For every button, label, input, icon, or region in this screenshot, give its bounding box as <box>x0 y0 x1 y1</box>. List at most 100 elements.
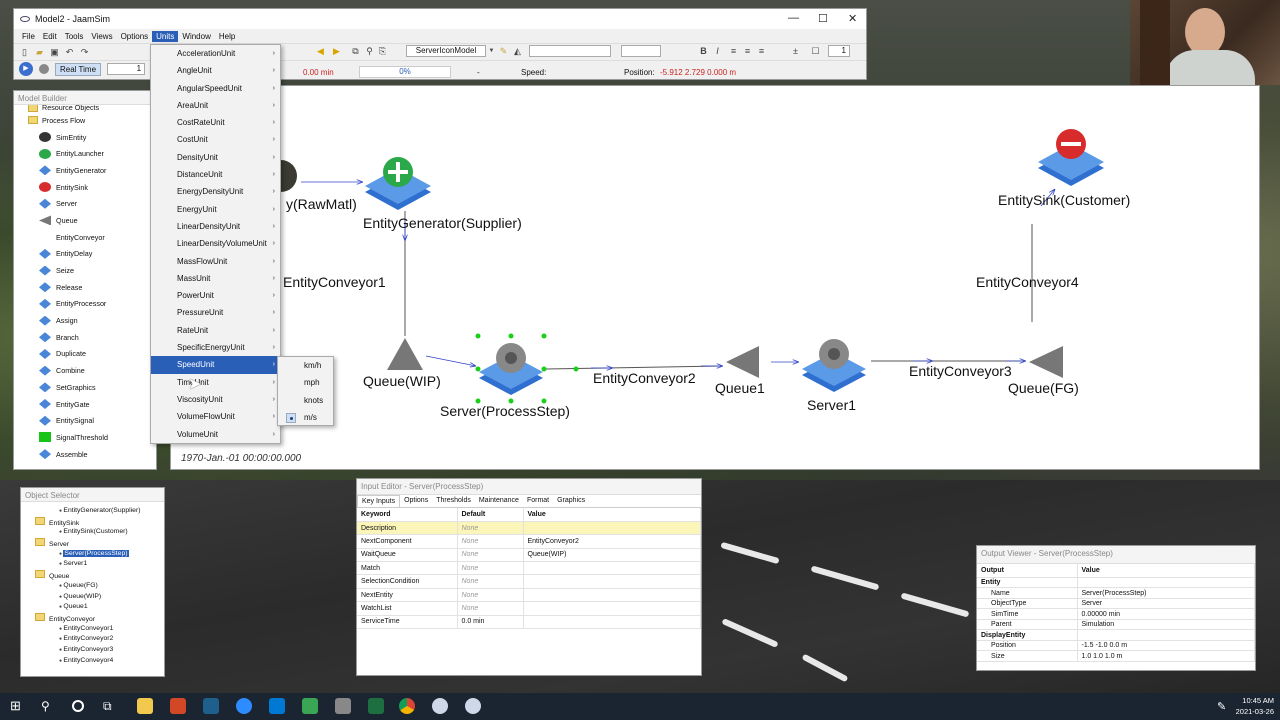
units-menu-item-massflowunit[interactable]: MassFlowUnit› <box>151 253 280 270</box>
speed-unit-option-mph[interactable]: mph <box>278 374 333 391</box>
menu-units[interactable]: Units <box>152 30 179 42</box>
queue-fg-node[interactable] <box>1029 346 1063 378</box>
model-builder-item-combine[interactable]: Combine <box>14 362 156 379</box>
search-icon[interactable]: ⚲ <box>41 699 50 713</box>
save-icon[interactable]: ▣ <box>50 46 59 57</box>
value-cell[interactable]: Queue(WIP) <box>523 548 701 563</box>
tab-maintenance[interactable]: Maintenance <box>478 497 519 504</box>
jaamsim-taskbar-icon-2[interactable] <box>465 698 481 714</box>
real-time-button[interactable]: Real Time <box>55 62 102 76</box>
stop-icon[interactable] <box>39 64 49 74</box>
units-menu-item-powerunit[interactable]: PowerUnit› <box>151 287 280 304</box>
units-menu-item-volumeunit[interactable]: VolumeUnit› <box>151 426 280 443</box>
menu-options[interactable]: Options <box>120 31 149 41</box>
units-menu-item-pressureunit[interactable]: PressureUnit› <box>151 304 280 321</box>
menu-window[interactable]: Window <box>182 31 211 41</box>
object-selector-item[interactable]: ● EntityConveyor1 <box>21 624 164 635</box>
pencil-icon[interactable]: ✎ <box>499 46 508 56</box>
units-menu-item-rateunit[interactable]: RateUnit› <box>151 322 280 339</box>
italic-icon[interactable]: I <box>716 46 719 56</box>
bold-icon[interactable]: B <box>700 46 707 56</box>
units-menu-item-energydensityunit[interactable]: EnergyDensityUnit› <box>151 183 280 200</box>
search-icon[interactable]: ⚲ <box>366 46 373 56</box>
object-selector-item[interactable]: ● Queue(WIP) <box>21 592 164 603</box>
menu-edit[interactable]: Edit <box>42 31 57 41</box>
play-icon[interactable]: ▶ <box>19 62 33 76</box>
powerpoint-icon[interactable] <box>170 698 186 714</box>
excel-icon[interactable] <box>368 698 384 714</box>
close-button[interactable]: ✕ <box>848 13 858 25</box>
model-builder-item-setgraphics[interactable]: SetGraphics <box>14 379 156 396</box>
model-builder-item-assign[interactable]: Assign <box>14 312 156 329</box>
object-selector-item[interactable]: ● EntityGenerator(Supplier) <box>21 506 164 517</box>
model-builder-item-entitygenerator[interactable]: EntityGenerator <box>14 162 156 179</box>
align-left-icon[interactable]: ≡ <box>730 46 737 56</box>
units-menu-item-viscosityunit[interactable]: ViscosityUnit› <box>151 391 280 408</box>
object-selector-item[interactable]: Server <box>21 538 164 549</box>
model-builder-item-duplicate[interactable]: Duplicate <box>14 346 156 363</box>
units-menu-item-areaunit[interactable]: AreaUnit› <box>151 97 280 114</box>
object-selector-item[interactable]: EntityConveyor <box>21 612 164 624</box>
speed-unit-option-m-s[interactable]: m/s <box>278 409 333 426</box>
game-controller-icon[interactable] <box>335 698 351 714</box>
app-icon[interactable] <box>203 698 219 714</box>
units-menu-item-costunit[interactable]: CostUnit› <box>151 131 280 148</box>
units-menu-item-lineardensityvolumeunit[interactable]: LinearDensityVolumeUnit› <box>151 235 280 252</box>
redo-icon[interactable]: ↷ <box>80 46 89 57</box>
units-menu-item-energyunit[interactable]: EnergyUnit› <box>151 201 280 218</box>
object-selector-item[interactable]: ● EntitySink(Customer) <box>21 527 164 538</box>
model-builder-item-simentity[interactable]: SimEntity <box>14 129 156 146</box>
units-menu-item-accelerationunit[interactable]: AccelerationUnit› <box>151 45 280 62</box>
model-builder-item-seize[interactable]: Seize <box>14 262 156 279</box>
units-menu-item-specificenergyunit[interactable]: SpecificEnergyUnit› <box>151 339 280 356</box>
units-menu-item-costrateunit[interactable]: CostRateUnit› <box>151 114 280 131</box>
undo-icon[interactable]: ↶ <box>65 46 74 57</box>
object-selector-item[interactable]: ● Queue(FG) <box>21 581 164 592</box>
tab-format[interactable]: Format <box>526 497 550 504</box>
model-builder-item-process-flow[interactable]: Process Flow <box>14 112 156 129</box>
chart-app-icon[interactable] <box>302 698 318 714</box>
selection-handles[interactable] <box>475 333 579 404</box>
tab-graphics[interactable]: Graphics <box>557 497 586 504</box>
pen-icon[interactable]: ✎ <box>1217 701 1227 713</box>
menu-file[interactable]: File <box>22 31 35 41</box>
chrome-icon[interactable] <box>399 698 415 714</box>
view-canvas[interactable]: y(RawMatl) EntityGenerator(Supplier) Ent… <box>170 85 1260 470</box>
align-center-icon[interactable]: ≡ <box>744 46 751 56</box>
units-menu-item-angularspeedunit[interactable]: AngularSpeedUnit› <box>151 80 280 97</box>
object-selector-item[interactable]: ● EntityConveyor4 <box>21 656 164 667</box>
object-selector-item[interactable]: ● Server1 <box>21 559 164 570</box>
units-menu-item-volumeflowunit[interactable]: VolumeFlowUnit› <box>151 408 280 425</box>
tab-key-inputs[interactable]: Key Inputs <box>357 495 401 507</box>
fill-icon[interactable]: ◭ <box>514 46 521 56</box>
windows-start-icon[interactable]: ⊞ <box>10 698 21 713</box>
arrow-right-icon[interactable]: ▶ <box>333 46 340 56</box>
mail-icon[interactable] <box>269 698 285 714</box>
object-selector-item[interactable]: ● EntityConveyor3 <box>21 645 164 656</box>
value-cell[interactable] <box>523 588 701 603</box>
model-builder-item-entityconveyor[interactable]: EntityConveyor <box>14 229 156 246</box>
object-selector-item[interactable]: ● Queue1 <box>21 602 164 613</box>
font-select[interactable] <box>529 45 611 57</box>
units-menu-item-angleunit[interactable]: AngleUnit› <box>151 62 280 79</box>
task-view-icon[interactable]: ⧉ <box>103 699 112 713</box>
maximize-button[interactable]: ☐ <box>818 13 828 25</box>
file-explorer-icon[interactable] <box>137 698 153 714</box>
model-builder-item-signalthreshold[interactable]: SignalThreshold <box>14 429 156 446</box>
model-builder-item-entitylauncher[interactable]: EntityLauncher <box>14 145 156 162</box>
units-menu-item-distanceunit[interactable]: DistanceUnit› <box>151 166 280 183</box>
minimize-button[interactable]: — <box>788 12 799 24</box>
model-builder-item-queue[interactable]: Queue <box>14 212 156 229</box>
model-builder-item-entitygate[interactable]: EntityGate <box>14 396 156 413</box>
display-model-select[interactable]: ServerIconModel <box>406 45 486 57</box>
queue-wip-node[interactable] <box>387 338 423 370</box>
copy-icon[interactable]: ⧉ <box>352 46 359 56</box>
paste-icon[interactable]: ⎘ <box>378 46 387 56</box>
object-selector-item[interactable]: ● Server(ProcessStep) <box>21 549 164 560</box>
